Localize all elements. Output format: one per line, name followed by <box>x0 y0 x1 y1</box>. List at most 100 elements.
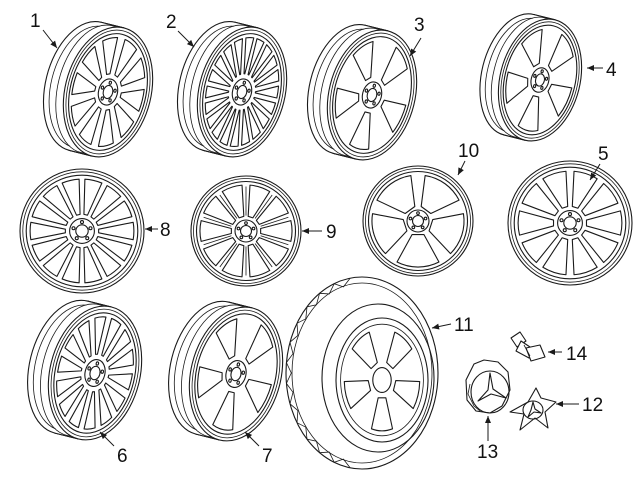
wheel-window <box>101 317 122 357</box>
wheel-barrel <box>168 300 284 442</box>
wheel-window <box>521 28 543 68</box>
wheel-window <box>214 54 234 82</box>
wheel-window <box>29 221 66 241</box>
wheel-window <box>56 376 82 398</box>
wheel-window <box>571 237 598 276</box>
wheel-8 <box>19 168 145 294</box>
wheel-window <box>255 195 289 225</box>
wheel-window <box>114 38 138 78</box>
wheel-window <box>61 178 81 216</box>
wheel-window <box>392 380 421 410</box>
wheel-window <box>571 170 598 209</box>
leader-6 <box>99 431 115 447</box>
wheel-window <box>105 329 132 363</box>
wheel-window <box>254 69 280 88</box>
callout-12[interactable]: 12 <box>582 395 603 416</box>
wheel-window <box>95 236 133 262</box>
wheel-window <box>221 184 245 219</box>
leader-14 <box>548 349 562 355</box>
wheel-window <box>70 97 97 127</box>
wheel-window <box>58 383 85 417</box>
wheel-window <box>243 36 255 75</box>
wheel-window <box>380 46 408 86</box>
wheel-window <box>57 355 83 373</box>
callout-8[interactable]: 8 <box>160 220 171 241</box>
wheel-window <box>61 246 81 284</box>
wheel-window <box>223 44 237 78</box>
wheel-barrel <box>176 20 288 158</box>
wheel-window <box>219 108 237 146</box>
wheel-window <box>343 380 372 410</box>
wheel-window <box>581 229 619 264</box>
wheel-barrel <box>42 20 154 158</box>
wheel-window <box>94 316 107 355</box>
wheel-window <box>371 213 408 255</box>
wheel-window <box>81 45 103 82</box>
wheel-window <box>42 185 74 220</box>
center-cap-clip-12 <box>509 387 557 431</box>
wheel-window <box>505 71 529 104</box>
wheel-window <box>517 210 555 236</box>
wheel-window <box>351 331 378 370</box>
wheel-2 <box>176 20 288 158</box>
wheel-window <box>229 109 241 148</box>
callout-2[interactable]: 2 <box>166 12 177 33</box>
wheel-window <box>95 200 133 226</box>
leader-10 <box>457 160 466 176</box>
wheel-window <box>77 320 92 358</box>
callout-1[interactable]: 1 <box>30 11 41 32</box>
wheel-window <box>31 200 69 226</box>
wheel-1 <box>42 20 154 158</box>
wheel-window <box>203 237 237 267</box>
leader-9 <box>302 228 322 234</box>
callout-5[interactable]: 5 <box>598 144 609 165</box>
wheel-window <box>119 57 146 87</box>
wheel-window <box>207 69 231 88</box>
callout-4[interactable]: 4 <box>606 60 617 81</box>
wheel-window <box>212 390 235 431</box>
leader-11 <box>431 323 452 330</box>
wheel-window <box>97 109 114 147</box>
leader-13 <box>485 416 491 441</box>
wheel-window <box>83 391 96 430</box>
leader-2 <box>177 30 195 48</box>
wheel-window <box>204 96 230 115</box>
leader-3 <box>409 37 422 57</box>
callout-11[interactable]: 11 <box>454 315 474 336</box>
wheel-window <box>244 378 272 414</box>
callout-10[interactable]: 10 <box>458 141 479 162</box>
wheel-window <box>247 243 271 278</box>
wheel-window <box>107 373 133 391</box>
wheel-window <box>247 106 261 140</box>
wheel-window <box>113 102 135 139</box>
wheel-barrel <box>27 299 143 441</box>
wheel-window <box>334 87 360 119</box>
wheel-window <box>547 33 574 72</box>
wheel-window <box>221 243 245 278</box>
wheel-window <box>211 105 234 140</box>
callout-9[interactable]: 9 <box>326 222 337 243</box>
wheel-window <box>197 366 223 399</box>
callout-3[interactable]: 3 <box>414 15 425 36</box>
callout-7[interactable]: 7 <box>262 446 273 467</box>
wheel-window <box>78 106 102 146</box>
callout-13[interactable]: 13 <box>477 442 498 463</box>
wheel-window <box>380 99 407 133</box>
wheel-window <box>260 220 293 242</box>
wheel-window <box>253 96 277 115</box>
wheel-window <box>90 185 122 220</box>
wheel-window <box>253 54 278 83</box>
wheel-window <box>103 382 126 412</box>
callout-6[interactable]: 6 <box>117 446 128 467</box>
wheel-window <box>581 182 619 217</box>
leader-5 <box>589 163 601 181</box>
wheel-window <box>108 348 134 370</box>
wheel-window <box>352 40 374 82</box>
callout-14[interactable]: 14 <box>566 344 588 365</box>
tire-assembly-11 <box>285 276 439 470</box>
leader-12 <box>556 401 579 407</box>
leader-8 <box>145 226 158 232</box>
wheel-9 <box>190 175 302 287</box>
